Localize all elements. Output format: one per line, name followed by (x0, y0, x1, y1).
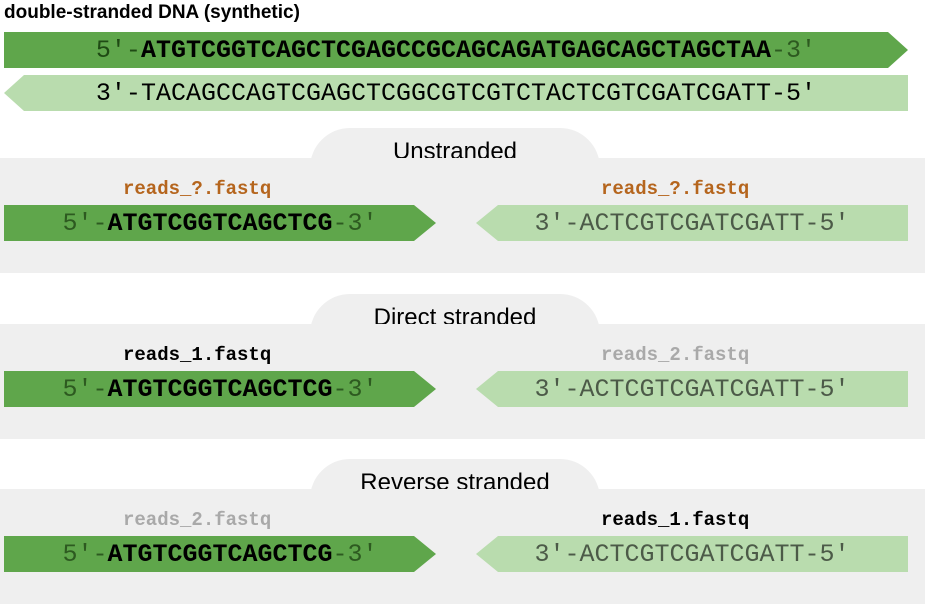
unstranded-left-file: reads_?.fastq (123, 178, 272, 200)
dna-reverse-strand: 3′-TACAGCCAGTCGAGCTCGGCGTCGTCTACTCGTCGAT… (4, 75, 908, 111)
unstranded-reverse-read: 3′-ACTCGTCGATCGATT-5′ (476, 205, 908, 241)
direct-right-file: reads_2.fastq (601, 344, 750, 366)
reverse-left-file: reads_2.fastq (123, 509, 272, 531)
unstranded-forward-read: 5′-ATGTCGGTCAGCTCG-3′ (4, 205, 436, 241)
direct-forward-sequence: 5′-ATGTCGGTCAGCTCG-3′ (62, 374, 378, 404)
direct-forward-read: 5′-ATGTCGGTCAGCTCG-3′ (4, 371, 436, 407)
dna-reverse-bases: TACAGCCAGTCGAGCTCGGCGTCGTCTACTCGTCGATCGA… (140, 78, 772, 108)
dna-forward-strand: 5′-ATGTCGGTCAGCTCGAGCCGCAGCAGATGAGCAGCTA… (4, 32, 908, 68)
unstranded-reverse-sequence: 3′-ACTCGTCGATCGATT-5′ (534, 208, 850, 238)
dna-reverse-sequence: 3′-TACAGCCAGTCGAGCTCGGCGTCGTCTACTCGTCGAT… (96, 79, 816, 108)
dna-forward-bases: ATGTCGGTCAGCTCGAGCCGCAGCAGATGAGCAGCTAGCT… (140, 35, 772, 65)
reverse-reverse-sequence: 3′-ACTCGTCGATCGATT-5′ (534, 539, 850, 569)
dna-forward-5prime: 5′- (95, 35, 141, 65)
dna-reverse-5prime: -5′ (771, 78, 817, 108)
dna-forward-3prime: -3′ (771, 35, 817, 65)
reverse-forward-sequence: 5′-ATGTCGGTCAGCTCG-3′ (62, 539, 378, 569)
dna-reverse-3prime: 3′- (95, 78, 141, 108)
figure-title: double-stranded DNA (synthetic) (4, 2, 300, 23)
direct-left-file: reads_1.fastq (123, 344, 272, 366)
direct-reverse-sequence: 3′-ACTCGTCGATCGATT-5′ (534, 374, 850, 404)
reverse-forward-read: 5′-ATGTCGGTCAGCTCG-3′ (4, 536, 436, 572)
dna-forward-sequence: 5′-ATGTCGGTCAGCTCGAGCCGCAGCAGATGAGCAGCTA… (96, 36, 816, 65)
reverse-reverse-read: 3′-ACTCGTCGATCGATT-5′ (476, 536, 908, 572)
reverse-right-file: reads_1.fastq (601, 509, 750, 531)
unstranded-forward-sequence: 5′-ATGTCGGTCAGCTCG-3′ (62, 208, 378, 238)
unstranded-right-file: reads_?.fastq (601, 178, 750, 200)
direct-reverse-read: 3′-ACTCGTCGATCGATT-5′ (476, 371, 908, 407)
